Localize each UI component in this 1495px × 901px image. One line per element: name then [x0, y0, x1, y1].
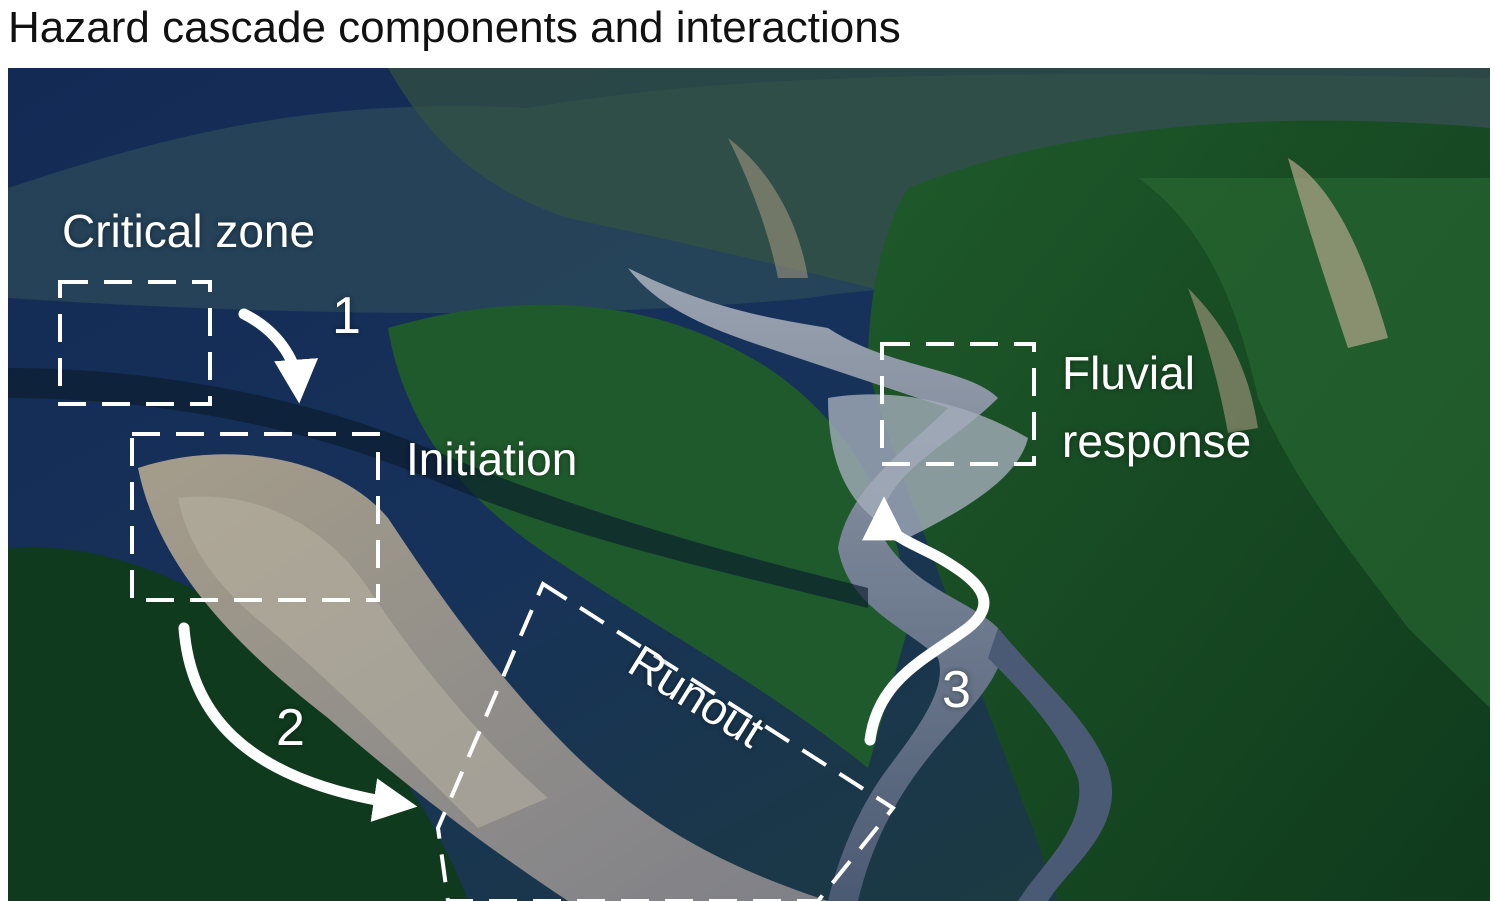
- arrow-1: [238, 308, 319, 404]
- label-initiation: Initiation: [406, 433, 578, 485]
- fluvial-response-box: [880, 342, 1036, 466]
- label-critical-zone: Critical zone: [62, 205, 316, 257]
- aerial-photo: Critical zone Initiation Fluvial respons…: [8, 68, 1490, 901]
- step-2-number: 2: [276, 699, 305, 757]
- runout-box: [435, 581, 896, 901]
- annotation-overlay: [58, 280, 1036, 901]
- arrow-3: [862, 496, 990, 746]
- figure-title: Hazard cascade components and interactio…: [8, 3, 901, 52]
- label-fluvial-line1: Fluvial: [1062, 347, 1195, 399]
- arrow-2: [178, 622, 418, 822]
- step-3-number: 3: [942, 661, 971, 719]
- landscape-background: [8, 68, 1490, 901]
- critical-zone-box: [58, 280, 212, 406]
- step-1-number: 1: [332, 287, 361, 345]
- label-fluvial-line2: response: [1062, 415, 1252, 467]
- initiation-box: [130, 432, 380, 602]
